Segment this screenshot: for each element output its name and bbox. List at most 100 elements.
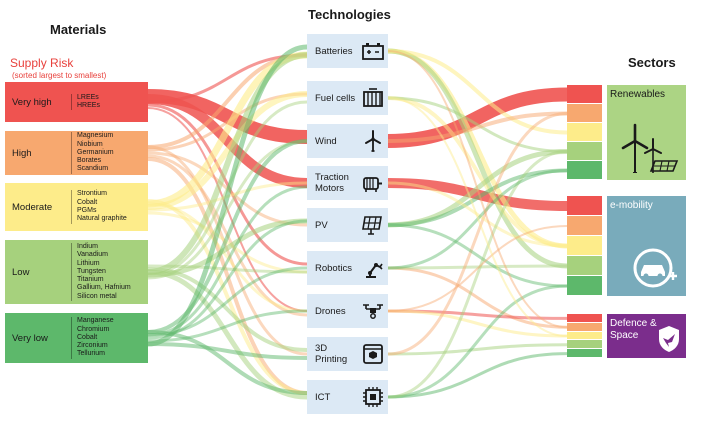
tech-box-ict: ICT <box>307 380 388 414</box>
flow-tech-sector <box>387 223 568 288</box>
battery-icon <box>362 43 384 60</box>
sector-label: Defence & Space <box>610 318 657 341</box>
material-item: Indium <box>77 242 99 250</box>
flow-tech-sector <box>387 112 568 356</box>
flow-tech-sector <box>387 96 568 153</box>
risk-material-list: Magnesium Niobium Germanium Borates Scan… <box>71 132 114 174</box>
tech-label: Fuel cells <box>315 92 356 104</box>
technologies-heading: Technologies <box>308 7 391 22</box>
flow-tech-sector <box>387 96 568 248</box>
material-item: Niobium <box>77 140 103 148</box>
flow-material-tech <box>147 103 308 266</box>
sectors-heading: Sectors <box>628 55 676 70</box>
flow-material-tech <box>147 219 308 340</box>
chip-icon <box>363 387 383 407</box>
flow-tech-sector <box>387 284 568 399</box>
flow-tech-sector <box>387 266 568 329</box>
material-item: Lithium <box>77 259 100 267</box>
material-item: Vanadium <box>77 251 109 259</box>
supply-risk-title: Supply Risk <box>10 56 74 70</box>
materials-heading: Materials <box>50 22 107 37</box>
material-item: Scandium <box>77 165 109 173</box>
sector-box-e-mobility: e-mobility <box>607 196 686 296</box>
flow-tech-sector <box>387 178 568 211</box>
tech-box-3d-printing: 3D Printing <box>307 337 388 371</box>
flow-tech-sector <box>387 168 568 227</box>
drone-icon <box>363 304 383 319</box>
material-item: Titanium <box>77 276 104 284</box>
risk-box-low: Low Indium Vanadium Lithium Tungsten Tit… <box>5 240 148 304</box>
3d-printer-icon <box>363 344 383 364</box>
sector-strip-segment <box>567 161 602 179</box>
flow-material-tech <box>147 264 308 274</box>
flow-material-tech <box>147 266 308 337</box>
risk-material-list: Strontium Cobalt PGMs Natural graphite <box>71 190 127 224</box>
material-item: Silicon metal <box>77 292 117 300</box>
sector-strip-segment <box>567 349 602 357</box>
flow-material-tech <box>147 107 308 312</box>
flow-material-tech <box>147 94 308 188</box>
material-item: Tellurium <box>77 350 106 358</box>
tech-box-robotics: Robotics <box>307 251 388 285</box>
wind-solar-icon <box>621 123 679 173</box>
risk-box-moderate: Moderate Strontium Cobalt PGMs Natural g… <box>5 183 148 231</box>
flow-tech-sector <box>387 150 568 399</box>
flow-tech-sector <box>387 50 568 329</box>
flow-material-tech <box>147 139 308 334</box>
flow-tech-sector <box>387 225 568 312</box>
robot-arm-icon <box>366 263 383 278</box>
flow-tech-sector <box>387 111 568 143</box>
tech-label: Wind <box>315 135 337 147</box>
tech-box-fuel-cells: Fuel cells <box>307 81 388 115</box>
sector-strip-segment <box>567 256 602 275</box>
tech-box-batteries: Batteries <box>307 34 388 68</box>
tech-label: Robotics <box>315 262 352 274</box>
tech-label: Batteries <box>315 45 353 57</box>
tech-label: Drones <box>315 305 346 317</box>
sector-strip-segment <box>567 85 602 103</box>
material-item: Zirconium <box>77 342 108 350</box>
sector-strip-segment <box>567 123 602 141</box>
flow-tech-sector <box>387 352 568 399</box>
flow-tech-sector <box>387 49 568 135</box>
flow-material-tech <box>147 202 308 313</box>
tech-box-traction-motors: Traction Motors <box>307 166 388 200</box>
risk-level-label: Low <box>12 266 30 278</box>
solar-panel-icon <box>362 216 382 235</box>
fuel-cell-icon <box>363 88 383 107</box>
material-item: Strontium <box>77 190 107 198</box>
tech-label: 3D Printing <box>315 343 348 365</box>
sector-label: Renewables <box>610 89 666 100</box>
flow-tech-sector <box>387 309 568 338</box>
sector-strip-segment <box>567 142 602 160</box>
flow-material-tech <box>147 52 308 275</box>
flow-material-tech <box>147 91 308 210</box>
motor-icon <box>363 177 382 192</box>
material-item: LREEs <box>77 93 99 101</box>
sector-box-defence-space: Defence & Space <box>607 314 686 358</box>
flow-tech-sector <box>387 264 568 270</box>
material-item: Tungsten <box>77 267 106 275</box>
material-item: Cobalt <box>77 198 98 206</box>
sector-strip-segment <box>567 314 602 322</box>
material-item: Gallium, Hafnium <box>77 284 131 292</box>
risk-material-list: Manganese Chromium Cobalt Zirconium Tell… <box>71 317 114 359</box>
flow-material-tech <box>147 211 308 274</box>
sector-strip-segment <box>567 331 602 340</box>
material-item: PGMs <box>77 207 97 214</box>
sector-label: e-mobility <box>610 200 653 211</box>
risk-level-label: Very high <box>12 96 52 108</box>
material-item: Chromium <box>77 325 110 333</box>
sector-strip-segment <box>567 236 602 255</box>
flow-material-tech <box>147 267 308 352</box>
tech-box-drones: Drones <box>307 294 388 328</box>
material-item: Germanium <box>77 148 114 156</box>
risk-level-label: Moderate <box>12 201 53 213</box>
material-item: Magnesium <box>77 132 114 140</box>
sector-strip-segment <box>567 340 602 349</box>
risk-box-high: High Magnesium Niobium Germanium Borates… <box>5 131 148 175</box>
material-item: Cobalt <box>77 333 98 341</box>
tech-label: PV <box>315 219 328 231</box>
material-item: Borates <box>77 157 102 165</box>
risk-box-very-high: Very high LREEs HREEs <box>5 82 148 122</box>
